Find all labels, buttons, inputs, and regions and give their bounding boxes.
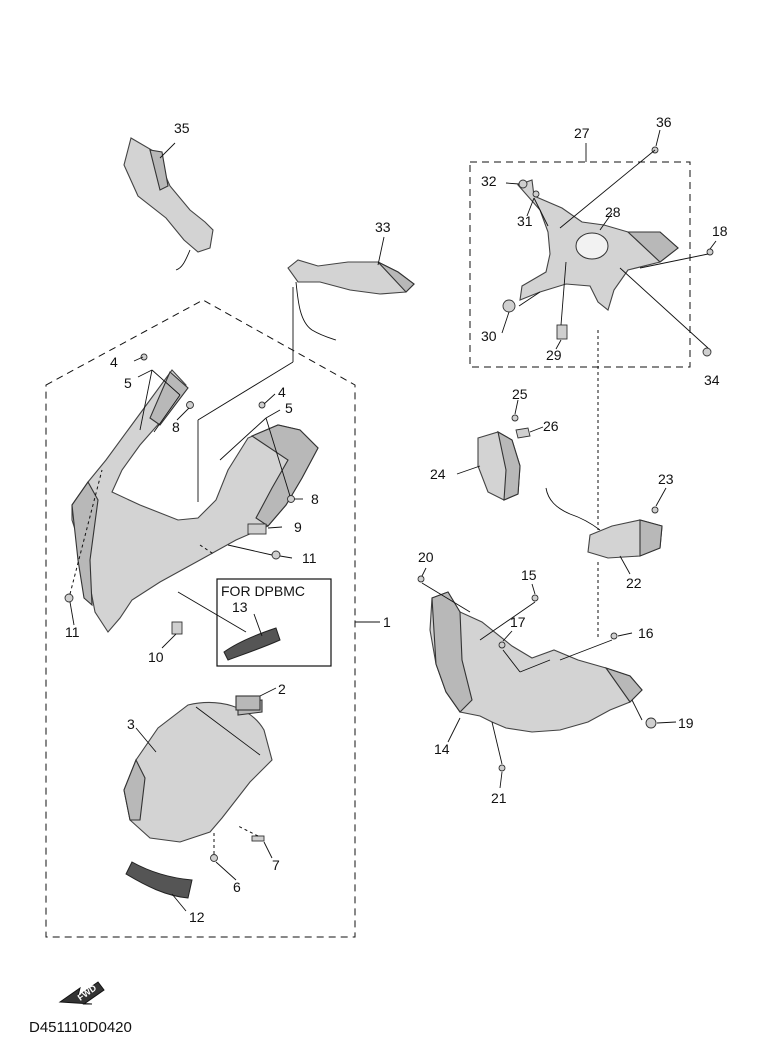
grommet-part-11b (64, 593, 74, 603)
label-16: 16 (638, 625, 654, 641)
screw-part-20 (417, 575, 425, 583)
label-12: 12 (189, 909, 205, 925)
clip-part-10 (171, 621, 183, 635)
graphic-part-13 (223, 627, 281, 661)
stay-bracket-part-28 (517, 179, 679, 311)
label-34: 34 (704, 372, 720, 388)
grommet-part-19 (645, 717, 657, 729)
label-28: 28 (605, 204, 621, 220)
plate-part-2 (235, 695, 261, 711)
collar-part-31 (532, 190, 540, 198)
screw-part-8b (287, 495, 295, 503)
label-22: 22 (626, 575, 642, 591)
label-4b: 4 (278, 384, 286, 400)
label-7: 7 (272, 857, 280, 873)
label-11a: 11 (302, 550, 317, 566)
label-4a: 4 (110, 354, 118, 370)
label-10: 10 (148, 649, 164, 665)
screw-part-21 (498, 764, 506, 772)
decal-part-12 (125, 861, 193, 899)
label-6: 6 (233, 879, 241, 895)
front-stay-part-14 (429, 591, 643, 733)
label-23: 23 (658, 471, 674, 487)
screw-part-25 (511, 414, 519, 422)
label-35: 35 (174, 120, 190, 136)
screw-part-8a (186, 401, 194, 409)
screw-part-4a (140, 353, 148, 361)
label-13: 13 (232, 599, 248, 615)
label-18: 18 (712, 223, 728, 239)
label-32: 32 (481, 173, 497, 189)
dpbmc-box-title: FOR DPBMC (221, 583, 305, 599)
unit-part-24 (477, 430, 521, 501)
label-21: 21 (491, 790, 507, 806)
label-29: 29 (546, 347, 562, 363)
bolt-part-26 (515, 427, 531, 439)
label-5b: 5 (285, 400, 293, 416)
under-cowling-part-3 (123, 699, 273, 843)
bolt-part-30 (502, 299, 516, 313)
label-1: 1 (383, 614, 391, 630)
screw-part-4b (258, 401, 266, 409)
label-8b: 8 (311, 491, 319, 507)
label-19: 19 (678, 715, 694, 731)
label-3: 3 (127, 716, 135, 732)
cowling-assembly-boundary (45, 299, 356, 938)
mirror-part-35 (123, 137, 214, 271)
label-25: 25 (512, 386, 528, 402)
bracket-assembly-boundary (469, 161, 691, 368)
turn-signal-part-33 (287, 259, 415, 341)
label-20: 20 (418, 549, 434, 565)
screw-part-6 (210, 854, 218, 862)
label-11b: 11 (65, 624, 80, 640)
part-number-labels: 1 2 3 4 4 5 5 6 7 8 8 9 10 11 11 12 13 1… (65, 114, 728, 925)
plate-part-9 (247, 523, 267, 535)
label-9: 9 (294, 519, 302, 535)
drawing-code: D451110D0420 (29, 1019, 132, 1036)
label-36: 36 (656, 114, 672, 130)
screw-part-23 (651, 506, 659, 514)
upper-cowling-part-1 (71, 369, 319, 633)
label-33: 33 (375, 219, 391, 235)
screw-part-15 (531, 594, 539, 602)
label-5a: 5 (124, 375, 132, 391)
headlight-part-22 (545, 487, 663, 559)
washer-part-32 (518, 179, 528, 189)
washer-part-7 (251, 835, 265, 842)
grommet-part-11a (271, 550, 281, 560)
label-2: 2 (278, 681, 286, 697)
screw-part-16 (610, 632, 618, 640)
fwd-arrow-icon: FWD (58, 981, 105, 1005)
label-26: 26 (543, 418, 559, 434)
label-27: 27 (574, 125, 590, 141)
nut-part-34 (702, 347, 712, 357)
leader-lines (69, 129, 717, 912)
label-31: 31 (517, 213, 533, 229)
dpbmc-box (216, 578, 332, 667)
label-8a: 8 (172, 419, 180, 435)
label-30: 30 (481, 328, 497, 344)
label-15: 15 (521, 567, 537, 583)
nut-part-29 (556, 324, 568, 340)
screw-part-17 (498, 641, 506, 649)
label-24: 24 (430, 466, 446, 482)
label-14: 14 (434, 741, 450, 757)
label-17: 17 (510, 614, 526, 630)
